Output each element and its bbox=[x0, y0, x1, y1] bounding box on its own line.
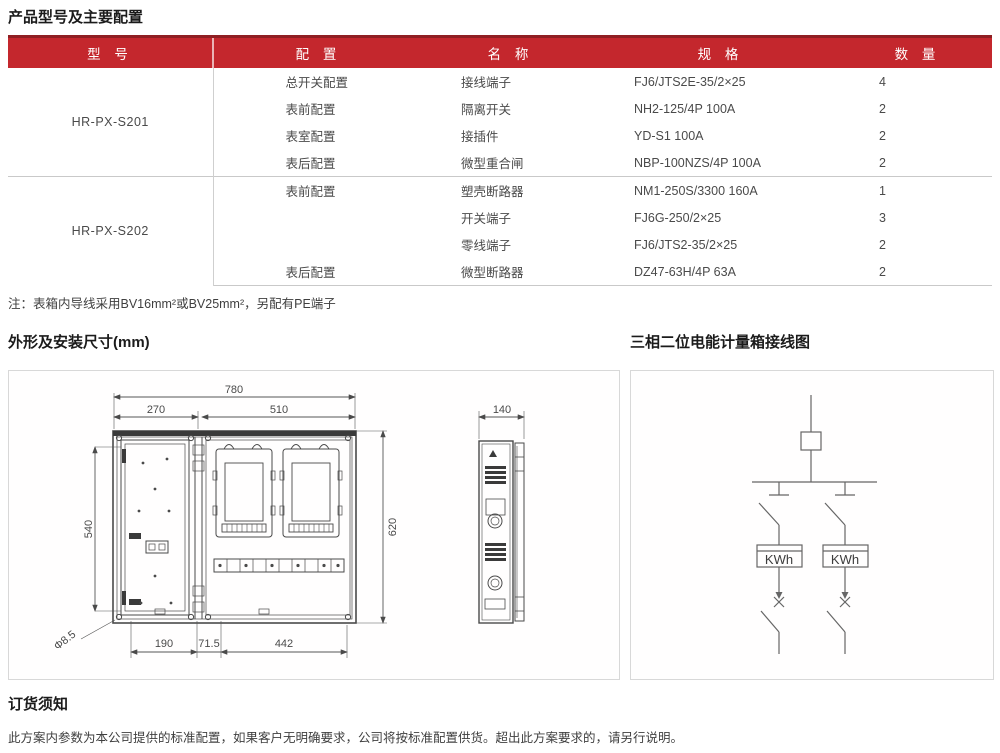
name-cell: 零线端子 bbox=[461, 239, 512, 253]
config-cell: 表后配置 bbox=[213, 258, 423, 286]
qty-cell: 1 bbox=[843, 176, 992, 204]
table-row: HR-PX-S202 表前配置 塑壳断路器 NM1-250S/3300 160A… bbox=[8, 176, 992, 286]
col-header-config: 配 置 bbox=[213, 35, 423, 68]
main-breaker-symbol bbox=[800, 395, 822, 482]
spec-cell: FJ6/JTS2E-35/2×25 bbox=[634, 74, 746, 89]
dimension-drawing-panel: 780 270 510 140 540 620 190 71.5 442 Φ8.… bbox=[8, 370, 620, 680]
meter-window-2 bbox=[279, 444, 343, 538]
config-cell: 表后配置 bbox=[285, 157, 336, 171]
name-cell: 微型断路器 bbox=[423, 258, 598, 286]
table-row: 表后配置 微型重合闸 NBP-100NZS/4P 100A 2 bbox=[8, 149, 992, 177]
dim-right-height: 620 bbox=[387, 518, 399, 536]
dimensions-section-title: 外形及安装尺寸(mm) bbox=[8, 334, 150, 351]
meter-label-1: KWh bbox=[765, 552, 793, 567]
dim-bottom-right: 442 bbox=[275, 638, 293, 650]
spec-table: 型 号 配 置 名 称 规 格 数 量 HR-PX-S201 总开关配置 接线端… bbox=[8, 35, 992, 286]
vent-ridges bbox=[485, 466, 506, 561]
qty-cell: 2 bbox=[879, 237, 886, 252]
config-cell bbox=[213, 204, 423, 231]
table-row: 表室配置 接插件 YD-S1 100A 2 bbox=[8, 122, 992, 149]
col-header-qty: 数 量 bbox=[843, 35, 992, 68]
dim-depth: 140 bbox=[493, 404, 511, 416]
qty-cell: 2 bbox=[879, 101, 886, 116]
col-header-model: 型 号 bbox=[8, 35, 214, 68]
name-cell: 接插件 bbox=[461, 130, 499, 144]
ordering-notes-body: 此方案内参数为本公司提供的标准配置，如果客户无明确要求，公司将按标准配置供货。超… bbox=[8, 731, 684, 745]
branch-1 bbox=[756, 482, 803, 654]
table-row: 零线端子 FJ6/JTS2-35/2×25 2 bbox=[8, 231, 992, 258]
qty-cell: 2 bbox=[879, 128, 886, 143]
spec-cell: FJ6G-250/2×25 bbox=[634, 210, 722, 225]
dim-left-height: 540 bbox=[83, 520, 95, 538]
col-header-name: 名 称 bbox=[423, 35, 598, 68]
dim-total-width: 780 bbox=[225, 384, 243, 396]
ordering-notes-title: 订货须知 bbox=[8, 696, 69, 713]
qty-cell: 2 bbox=[843, 258, 992, 286]
name-cell: 微型重合闸 bbox=[461, 157, 524, 171]
wiring-diagram: KWh KWh bbox=[752, 395, 877, 654]
spec-cell: NBP-100NZS/4P 100A bbox=[634, 155, 761, 170]
config-cell: 表前配置 bbox=[285, 103, 336, 117]
dim-mounting-hole: Φ8.5 bbox=[52, 628, 78, 652]
name-cell: 开关端子 bbox=[461, 212, 512, 226]
corner-screws bbox=[115, 434, 352, 621]
side-view bbox=[478, 440, 525, 624]
wiring-diagram-panel: KWh KWh bbox=[630, 370, 994, 680]
wiring-section-title: 三相二位电能计量箱接线图 bbox=[630, 334, 811, 351]
table-row: 开关端子 FJ6G-250/2×25 3 bbox=[8, 204, 992, 231]
table-note: 注：表箱内导线采用BV16mm²或BV25mm²，另配有PE端子 bbox=[8, 297, 336, 311]
meter-window-1 bbox=[212, 444, 276, 538]
spec-cell: FJ6/JTS2-35/2×25 bbox=[634, 237, 738, 252]
qty-cell: 4 bbox=[879, 74, 886, 89]
branch-2 bbox=[822, 482, 869, 654]
name-cell: 隔离开关 bbox=[461, 103, 512, 117]
config-cell bbox=[213, 231, 423, 258]
spec-cell: DZ47-63H/4P 63A bbox=[598, 258, 843, 286]
spec-cell: NM1-250S/3300 160A bbox=[598, 176, 843, 204]
spec-table-header: 型 号 配 置 名 称 规 格 数 量 bbox=[8, 35, 992, 68]
table-row: 表前配置 隔离开关 NH2-125/4P 100A 2 bbox=[8, 95, 992, 122]
dim-right-width: 510 bbox=[270, 404, 288, 416]
config-cell: 表室配置 bbox=[285, 130, 336, 144]
page-title: 产品型号及主要配置 bbox=[8, 9, 144, 26]
table-row: HR-PX-S201 总开关配置 接线端子 FJ6/JTS2E-35/2×25 … bbox=[8, 68, 992, 177]
name-cell: 接线端子 bbox=[461, 76, 512, 90]
spec-cell: YD-S1 100A bbox=[634, 128, 704, 143]
dim-bottom-left: 190 bbox=[155, 638, 173, 650]
model-name: HR-PX-S202 bbox=[8, 176, 214, 286]
dimension-drawing: 780 270 510 140 540 620 190 71.5 442 Φ8.… bbox=[52, 384, 525, 658]
table-row: 表后配置 微型断路器 DZ47-63H/4P 63A 2 bbox=[8, 258, 992, 286]
model-group-s202: HR-PX-S202 表前配置 塑壳断路器 NM1-250S/3300 160A… bbox=[8, 176, 992, 286]
door-screw-dots bbox=[137, 457, 173, 605]
qty-cell: 3 bbox=[879, 210, 886, 225]
terminal-strip bbox=[213, 558, 345, 573]
config-cell: 总开关配置 bbox=[285, 76, 349, 90]
meter-label-2: KWh bbox=[831, 552, 859, 567]
col-header-spec: 规 格 bbox=[598, 35, 843, 68]
config-cell: 表前配置 bbox=[213, 176, 423, 204]
qty-cell: 2 bbox=[879, 155, 886, 170]
name-cell: 塑壳断路器 bbox=[423, 176, 598, 204]
model-name: HR-PX-S201 bbox=[8, 68, 214, 177]
front-view bbox=[112, 430, 357, 624]
model-group-s201: HR-PX-S201 总开关配置 接线端子 FJ6/JTS2E-35/2×25 … bbox=[8, 68, 992, 177]
dim-left-width: 270 bbox=[147, 404, 165, 416]
spec-cell: NH2-125/4P 100A bbox=[634, 101, 736, 116]
dimension-labels: 780 270 510 140 540 620 190 71.5 442 Φ8.… bbox=[52, 384, 511, 653]
dim-bottom-mid: 71.5 bbox=[198, 638, 219, 650]
dimension-lines bbox=[80, 393, 525, 658]
